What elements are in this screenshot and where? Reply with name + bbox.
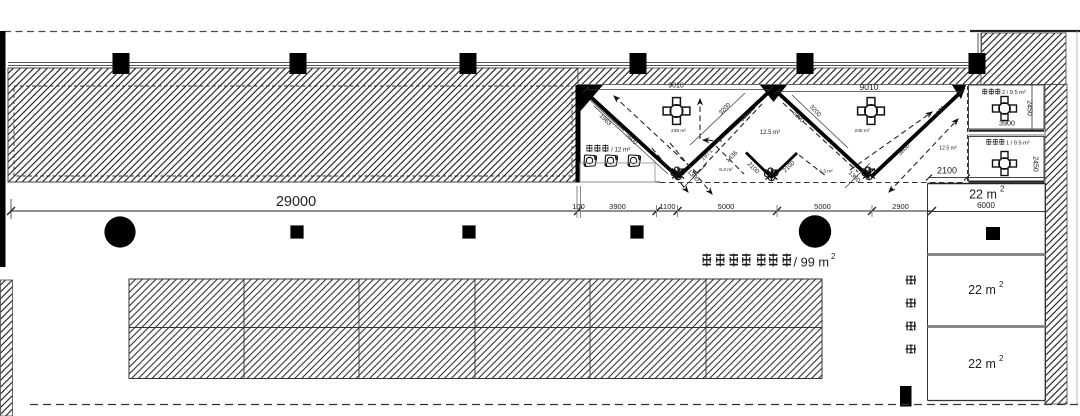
svg-text:/ 12 m²: / 12 m²: [611, 147, 630, 154]
svg-text:6000: 6000: [977, 201, 995, 210]
svg-text:12.5 m²: 12.5 m²: [939, 146, 957, 152]
svg-text:2450: 2450: [1026, 100, 1033, 116]
svg-text:6.3 m²: 6.3 m²: [719, 167, 733, 173]
svg-text:9010: 9010: [668, 83, 684, 90]
svg-text:5000: 5000: [814, 202, 831, 211]
svg-text:1 / 9.5 m²: 1 / 9.5 m²: [1006, 140, 1030, 146]
svg-text:3900: 3900: [609, 202, 626, 211]
svg-text:2: 2: [831, 252, 836, 261]
svg-text:5000: 5000: [718, 202, 735, 211]
svg-text:235 m²: 235 m²: [671, 128, 686, 134]
svg-text:2: 2: [1000, 185, 1005, 194]
svg-text:29000: 29000: [276, 194, 316, 210]
svg-text:2: 2: [999, 280, 1004, 289]
svg-text:2 / 9.5 m²: 2 / 9.5 m²: [1002, 90, 1026, 96]
svg-text:22 m: 22 m: [968, 357, 996, 371]
svg-text:2900: 2900: [892, 202, 909, 211]
svg-text:22 m: 22 m: [968, 283, 996, 297]
svg-text:100: 100: [572, 202, 585, 211]
svg-text:22 m: 22 m: [969, 188, 997, 202]
svg-text:12.5 m²: 12.5 m²: [760, 130, 780, 136]
svg-text:2100: 2100: [937, 166, 957, 176]
svg-text:/ 99 m: / 99 m: [794, 255, 830, 270]
svg-text:3900: 3900: [999, 119, 1015, 128]
svg-text:2450: 2450: [1032, 156, 1039, 172]
svg-text:235 m²: 235 m²: [855, 128, 870, 134]
svg-text:2: 2: [999, 354, 1004, 363]
svg-text:1100: 1100: [659, 202, 675, 211]
svg-text:9010: 9010: [860, 82, 879, 92]
svg-text:6.3 m²: 6.3 m²: [819, 169, 833, 175]
